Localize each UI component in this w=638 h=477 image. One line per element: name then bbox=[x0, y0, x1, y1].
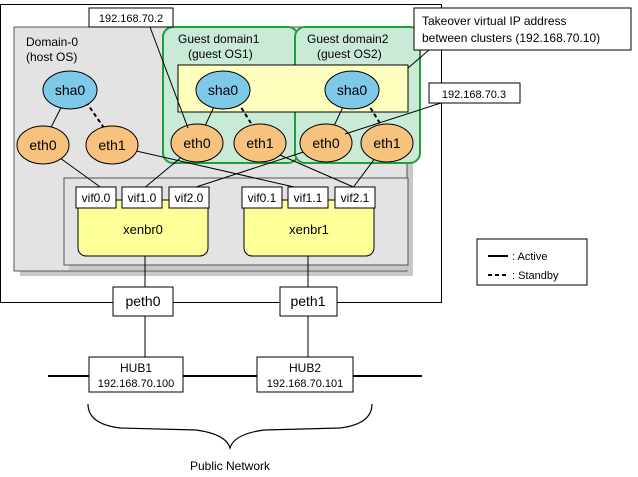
guest2-eth1-node bbox=[360, 123, 414, 163]
guest1-sha0-node bbox=[195, 70, 251, 110]
domain0-eth0-label: eth0 bbox=[29, 137, 56, 153]
domain0-eth1-label: eth1 bbox=[98, 137, 125, 153]
guest2-sha0-node bbox=[324, 70, 380, 110]
vif20-label: vif2.0 bbox=[175, 191, 204, 205]
domain0-subtitle: (host OS) bbox=[26, 50, 77, 64]
ip-callout-guest1 bbox=[88, 7, 174, 28]
guest1-eth0-label: eth0 bbox=[183, 135, 210, 151]
guest2-sha0-label: sha0 bbox=[337, 82, 368, 98]
legend-box bbox=[476, 238, 588, 286]
guest2-title: Guest domain2 bbox=[307, 32, 389, 46]
hub2-box bbox=[256, 356, 354, 393]
ip-callout-guest1-pointer bbox=[149, 26, 189, 129]
guest2-subtitle: (guest OS2) bbox=[317, 47, 382, 61]
ip-callout-guest2-text: 192.168.70.3 bbox=[442, 89, 506, 101]
guest2-eth0-label: eth0 bbox=[312, 135, 339, 151]
peth1-label: peth1 bbox=[290, 293, 325, 309]
public-network-label: Public Network bbox=[190, 459, 271, 473]
vif21-label: vif2.1 bbox=[341, 191, 370, 205]
ip-callout-guest2 bbox=[428, 82, 521, 104]
domain0-sha0-node bbox=[42, 70, 98, 110]
guest1-subtitle: (guest OS1) bbox=[188, 47, 253, 61]
guest1-eth1-label: eth1 bbox=[246, 135, 273, 151]
hub2-ip: 192.168.70.101 bbox=[267, 378, 343, 390]
domain0-title: Domain-0 bbox=[26, 35, 78, 49]
legend-standby-label: : Standby bbox=[512, 270, 559, 282]
peth1-box bbox=[279, 286, 338, 317]
domain0-sha0-label: sha0 bbox=[55, 82, 86, 98]
ip-callout-guest1-text: 192.168.70.2 bbox=[99, 13, 163, 25]
vif10-box bbox=[121, 186, 163, 209]
vif11-box bbox=[287, 186, 329, 209]
hub2-name: HUB2 bbox=[289, 361, 321, 375]
vif10-label: vif1.0 bbox=[128, 191, 157, 205]
xenbr0-label: xenbr0 bbox=[123, 222, 163, 237]
guest2-eth0-node bbox=[299, 123, 353, 163]
takeover-ip-line2: between clusters (192.168.70.10) bbox=[422, 31, 600, 45]
vif01-label: vif0.1 bbox=[248, 191, 277, 205]
vif11-label: vif1.1 bbox=[294, 191, 323, 205]
vif-boxes bbox=[75, 186, 376, 209]
takeover-ip-pointer bbox=[407, 49, 430, 69]
vif21-box bbox=[334, 186, 376, 209]
hub1-box bbox=[88, 356, 184, 393]
guest1-eth0-node bbox=[170, 123, 224, 163]
xenbr1-label: xenbr1 bbox=[289, 222, 329, 237]
takeover-ip-line1: Takeover virtual IP address bbox=[422, 14, 567, 28]
ip-callout-guest2-pointer bbox=[344, 102, 442, 135]
takeover-ip-callout bbox=[413, 7, 632, 51]
vif20-box bbox=[168, 186, 210, 209]
guest2-eth1-label: eth1 bbox=[373, 135, 400, 151]
peth0-box bbox=[112, 286, 174, 317]
vif00-label: vif0.0 bbox=[82, 191, 111, 205]
hub1-ip: 192.168.70.100 bbox=[98, 378, 174, 390]
legend-active-label: : Active bbox=[512, 251, 547, 263]
domain0-eth1-node bbox=[85, 125, 139, 165]
guest1-sha0-label: sha0 bbox=[208, 82, 239, 98]
hub1-name: HUB1 bbox=[120, 361, 152, 375]
guest1-title: Guest domain1 bbox=[178, 32, 260, 46]
network-brace bbox=[87, 403, 373, 451]
vif00-box bbox=[75, 186, 117, 209]
vif01-box bbox=[241, 186, 283, 209]
peth0-label: peth0 bbox=[125, 293, 160, 309]
guest1-eth1-node bbox=[233, 123, 287, 163]
domain0-eth0-node bbox=[16, 125, 70, 165]
